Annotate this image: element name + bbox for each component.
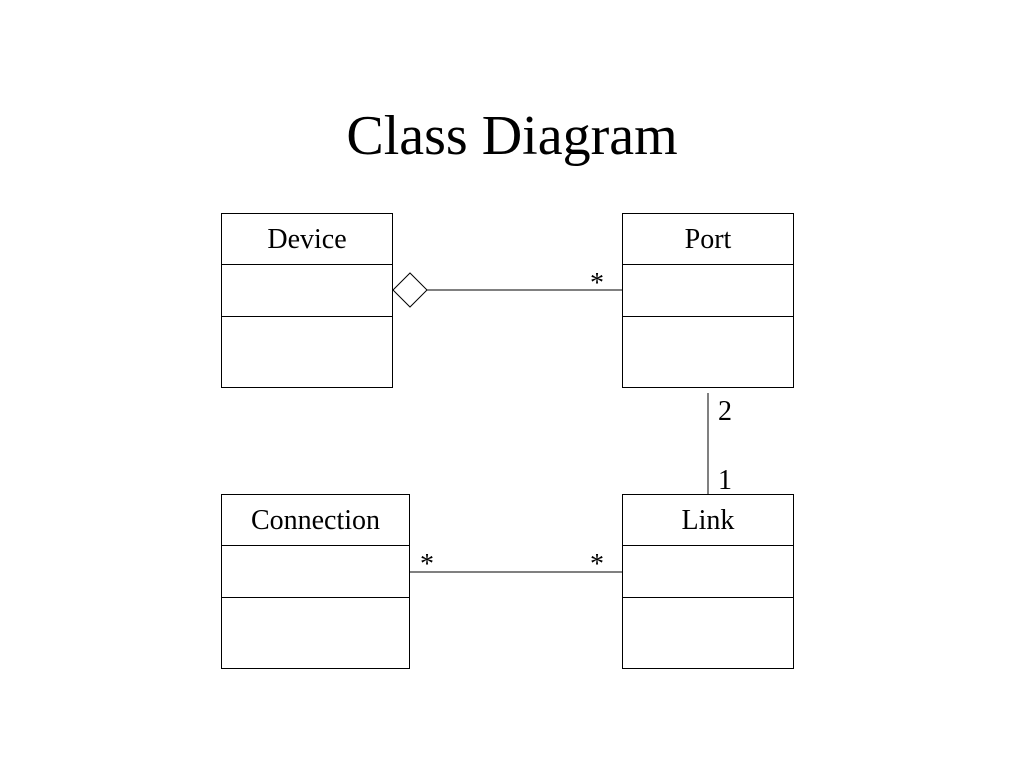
class-device-operations bbox=[222, 317, 392, 387]
class-port-operations bbox=[623, 317, 793, 387]
class-device: Device bbox=[221, 213, 393, 388]
diagram-title: Class Diagram bbox=[346, 105, 678, 167]
class-link-operations bbox=[623, 598, 793, 668]
multiplicity-device-port-port-end: * bbox=[590, 268, 604, 299]
aggregation-diamond-icon bbox=[392, 272, 428, 308]
multiplicity-connection-link-link-end: * bbox=[590, 549, 604, 580]
class-port-name: Port bbox=[623, 214, 793, 265]
multiplicity-port-link-link-end: 1 bbox=[718, 465, 732, 496]
class-link-name: Link bbox=[623, 495, 793, 546]
class-port: Port bbox=[622, 213, 794, 388]
multiplicity-connection-link-connection-end: * bbox=[420, 549, 434, 580]
class-connection-name: Connection bbox=[222, 495, 409, 546]
class-connection: Connection bbox=[221, 494, 410, 669]
class-port-attributes bbox=[623, 265, 793, 317]
class-device-name: Device bbox=[222, 214, 392, 265]
class-connection-operations bbox=[222, 598, 409, 668]
class-connection-attributes bbox=[222, 546, 409, 598]
class-link: Link bbox=[622, 494, 794, 669]
class-link-attributes bbox=[623, 546, 793, 598]
multiplicity-port-link-port-end: 2 bbox=[718, 396, 732, 427]
class-device-attributes bbox=[222, 265, 392, 317]
